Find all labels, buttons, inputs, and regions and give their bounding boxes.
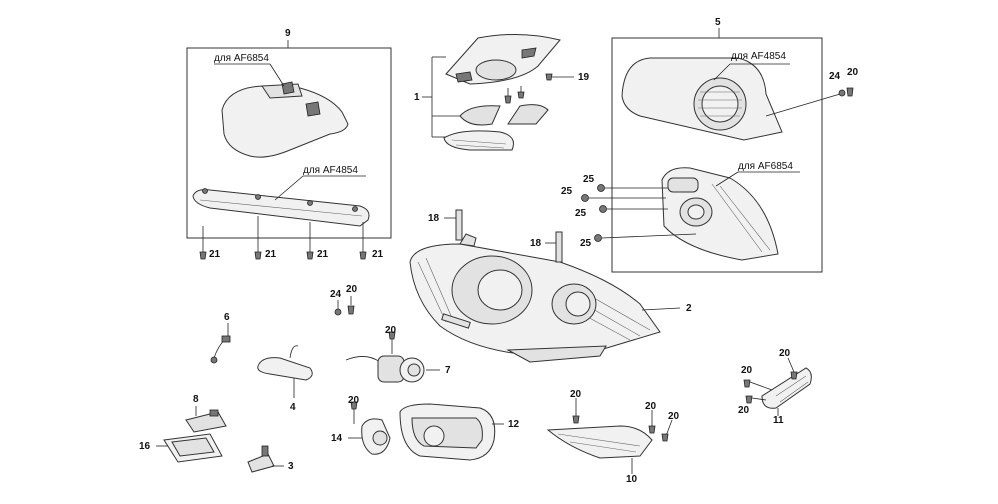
callout-20-e: 20	[570, 389, 582, 400]
note-af6854-cover: для AF6854	[214, 53, 269, 64]
callout-20-g: 20	[668, 411, 680, 422]
note-af6854-body: для AF6854	[738, 161, 793, 172]
callout-20-d: 20	[348, 395, 360, 406]
headlamp-lower-trim	[506, 345, 607, 363]
callout-4: 4	[290, 402, 296, 413]
callout-20-h: 20	[779, 348, 791, 359]
callout-9: 9	[285, 28, 291, 39]
callout-20-c: 20	[385, 325, 397, 336]
callout-7: 7	[445, 365, 451, 376]
license-lamp-part	[185, 411, 227, 433]
headlamp-part	[409, 243, 661, 355]
callout-21-c: 21	[317, 249, 329, 260]
note-af4854-strip: для AF4854	[303, 165, 358, 176]
callout-11: 11	[773, 415, 784, 426]
callout-25-a: 25	[583, 174, 595, 185]
headlamp-assembly: 18 18 2	[409, 209, 692, 363]
callout-21-a: 21	[209, 249, 221, 260]
callout-25-b: 25	[561, 186, 573, 197]
callout-16: 16	[139, 441, 151, 452]
callout-18-a: 18	[428, 213, 440, 224]
callout-21-b: 21	[265, 249, 277, 260]
callout-18-b: 18	[530, 238, 542, 249]
callout-19: 19	[578, 72, 590, 83]
bolt-18-a	[455, 209, 463, 241]
callout-3: 3	[288, 461, 294, 472]
callout-24-b: 24	[330, 289, 342, 300]
front-fog-part	[546, 425, 653, 459]
lens-right-part	[507, 104, 549, 125]
callout-20-j: 20	[738, 405, 750, 416]
callout-10: 10	[626, 474, 638, 485]
callout-20-a: 20	[847, 67, 859, 78]
group-5: 5 для AF4854 для AF6854 25 25 25	[561, 17, 823, 273]
screw-21-group: 21 21 21 21	[199, 216, 384, 260]
callout-25-d: 25	[580, 238, 592, 249]
note-af4854-cover: для AF4854	[731, 51, 786, 62]
callout-24-a: 24	[829, 71, 841, 82]
callout-8: 8	[193, 394, 199, 405]
group-9: 9 для AF6854 для AF4854 21 21 21 21	[186, 28, 392, 260]
callout-12: 12	[508, 419, 520, 430]
group-5-frame	[611, 37, 823, 273]
bracket-part	[445, 33, 561, 85]
callout-25-c: 25	[575, 208, 587, 219]
callout-20-f: 20	[645, 401, 657, 412]
callout-20-b: 20	[346, 284, 358, 295]
group-9-frame	[186, 47, 392, 239]
bulb-holder-part	[247, 453, 275, 473]
callout-20-i: 20	[741, 365, 753, 376]
side-repeater-part	[257, 357, 313, 381]
bolt-18-b	[555, 231, 563, 263]
callout-21-d: 21	[372, 249, 384, 260]
callout-6: 6	[224, 312, 230, 323]
nut-25-group: 25 25 25 25	[561, 174, 697, 249]
callout-5: 5	[715, 17, 721, 28]
rear-reflector-part	[761, 367, 812, 409]
lens-left-part	[459, 105, 501, 126]
callout-2: 2	[686, 303, 692, 314]
callout-14: 14	[331, 433, 343, 444]
callout-1: 1	[414, 92, 420, 103]
group-1: 19 1	[414, 33, 590, 151]
